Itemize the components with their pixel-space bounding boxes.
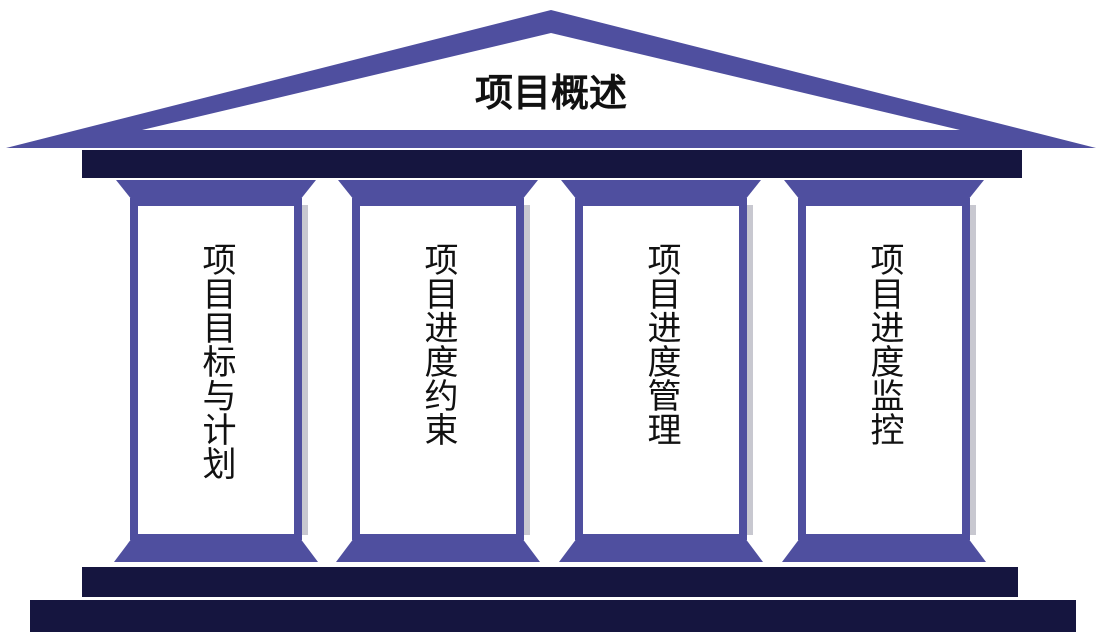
pillar-panel <box>806 206 962 534</box>
pillar-base <box>559 538 763 562</box>
pillar-2 <box>336 180 540 562</box>
pillar-capital <box>784 180 984 200</box>
pillar-label-text: 项目进度管理 <box>641 242 681 446</box>
pillar-shadow <box>970 205 976 535</box>
pillar-shadow <box>524 205 530 535</box>
pillar-panel <box>138 206 294 534</box>
pillar-shadow <box>302 205 308 535</box>
pillar-label-text: 项目目标与计划 <box>196 242 236 480</box>
pillar-capital <box>116 180 316 200</box>
pillar-3 <box>559 180 763 562</box>
pillar-capital <box>338 180 538 200</box>
pillar-label-1: 项目目标与计划 <box>186 242 246 480</box>
pillar-capital <box>561 180 761 200</box>
pillar-base <box>336 538 540 562</box>
pillar-base <box>782 538 986 562</box>
roof-inner <box>142 33 960 130</box>
pillar-4 <box>782 180 986 562</box>
pillar-label-text: 项目进度约束 <box>418 242 458 446</box>
pillar-shadow <box>747 205 753 535</box>
pillar-label-2: 项目进度约束 <box>408 242 468 446</box>
lower-step <box>30 600 1076 632</box>
pillar-panel <box>360 206 516 534</box>
pillars <box>114 180 986 562</box>
roof-title: 项目概述 <box>475 71 627 115</box>
pillar-label-3: 项目进度管理 <box>631 242 691 446</box>
pillar-panel <box>583 206 739 534</box>
pillar-base <box>114 538 318 562</box>
upper-step <box>82 567 1018 597</box>
roof: 项目概述 <box>6 10 1096 148</box>
pillar-label-4: 项目进度监控 <box>854 242 914 446</box>
pillar-1 <box>114 180 318 562</box>
entablature-beam <box>82 150 1022 178</box>
pillar-label-text: 项目进度监控 <box>864 242 904 446</box>
